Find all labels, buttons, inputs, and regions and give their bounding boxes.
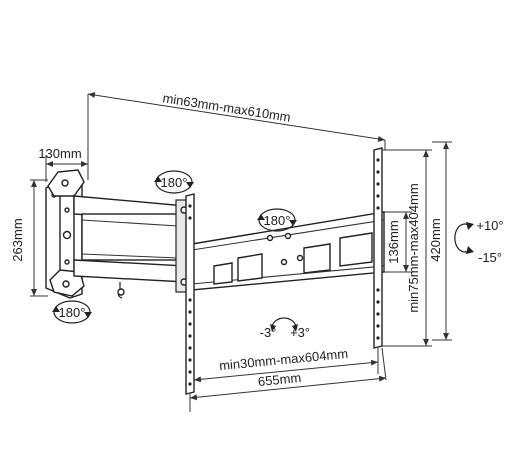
level-minus-label: -3° [260,325,277,340]
center-offset-label: 136mm [386,220,401,263]
right-rail-holes [376,158,380,340]
tilt-down-label: -15° [478,250,502,265]
wall-plate-depth-label: 130mm [38,146,81,161]
tilt-up-label: +10° [476,218,503,233]
wall-plate [45,169,85,299]
left-vesa-rail [185,193,195,395]
vesa-horizontal-label: min30mm-max604mm [218,346,348,373]
vesa-vertical-label: min75mm-max404mm [406,183,421,312]
total-height-dimension: 420mm [428,141,452,341]
wall-plate-height-label: 263mm [10,218,25,261]
wall-plate-height-dimension: 263mm [10,179,48,297]
swivel-bottom-left-label: 180° [59,305,86,320]
level-plus-label: +3° [290,325,310,340]
arm-extension-label: min63mm-max610mm [162,90,292,125]
wall-plate-depth-dimension: 130mm [38,146,88,182]
horizontal-bracket [191,211,385,291]
swivel-center-label: 180° [264,213,291,228]
level-adjust-indicator: -3° +3° [260,317,310,340]
tilt-indicator: +10° -15° [454,218,504,265]
total-width-label: 655mm [257,370,302,389]
center-offset-dimension: 136mm [384,211,412,273]
arm-extension-dimension: min63mm-max610mm [87,90,386,180]
right-vesa-rail [373,147,383,349]
total-height-label: 420mm [428,218,443,261]
articulating-arm [73,195,193,299]
swivel-indicator-top-left: 180° [154,170,194,194]
total-width-dimension: 655mm [189,347,387,401]
swivel-top-left-label: 180° [161,175,188,190]
vesa-vertical-dimension: min75mm-max404mm [382,149,432,347]
swivel-indicator-bottom-left: 180° [52,300,92,324]
swivel-indicator-center: 180° [257,208,297,232]
